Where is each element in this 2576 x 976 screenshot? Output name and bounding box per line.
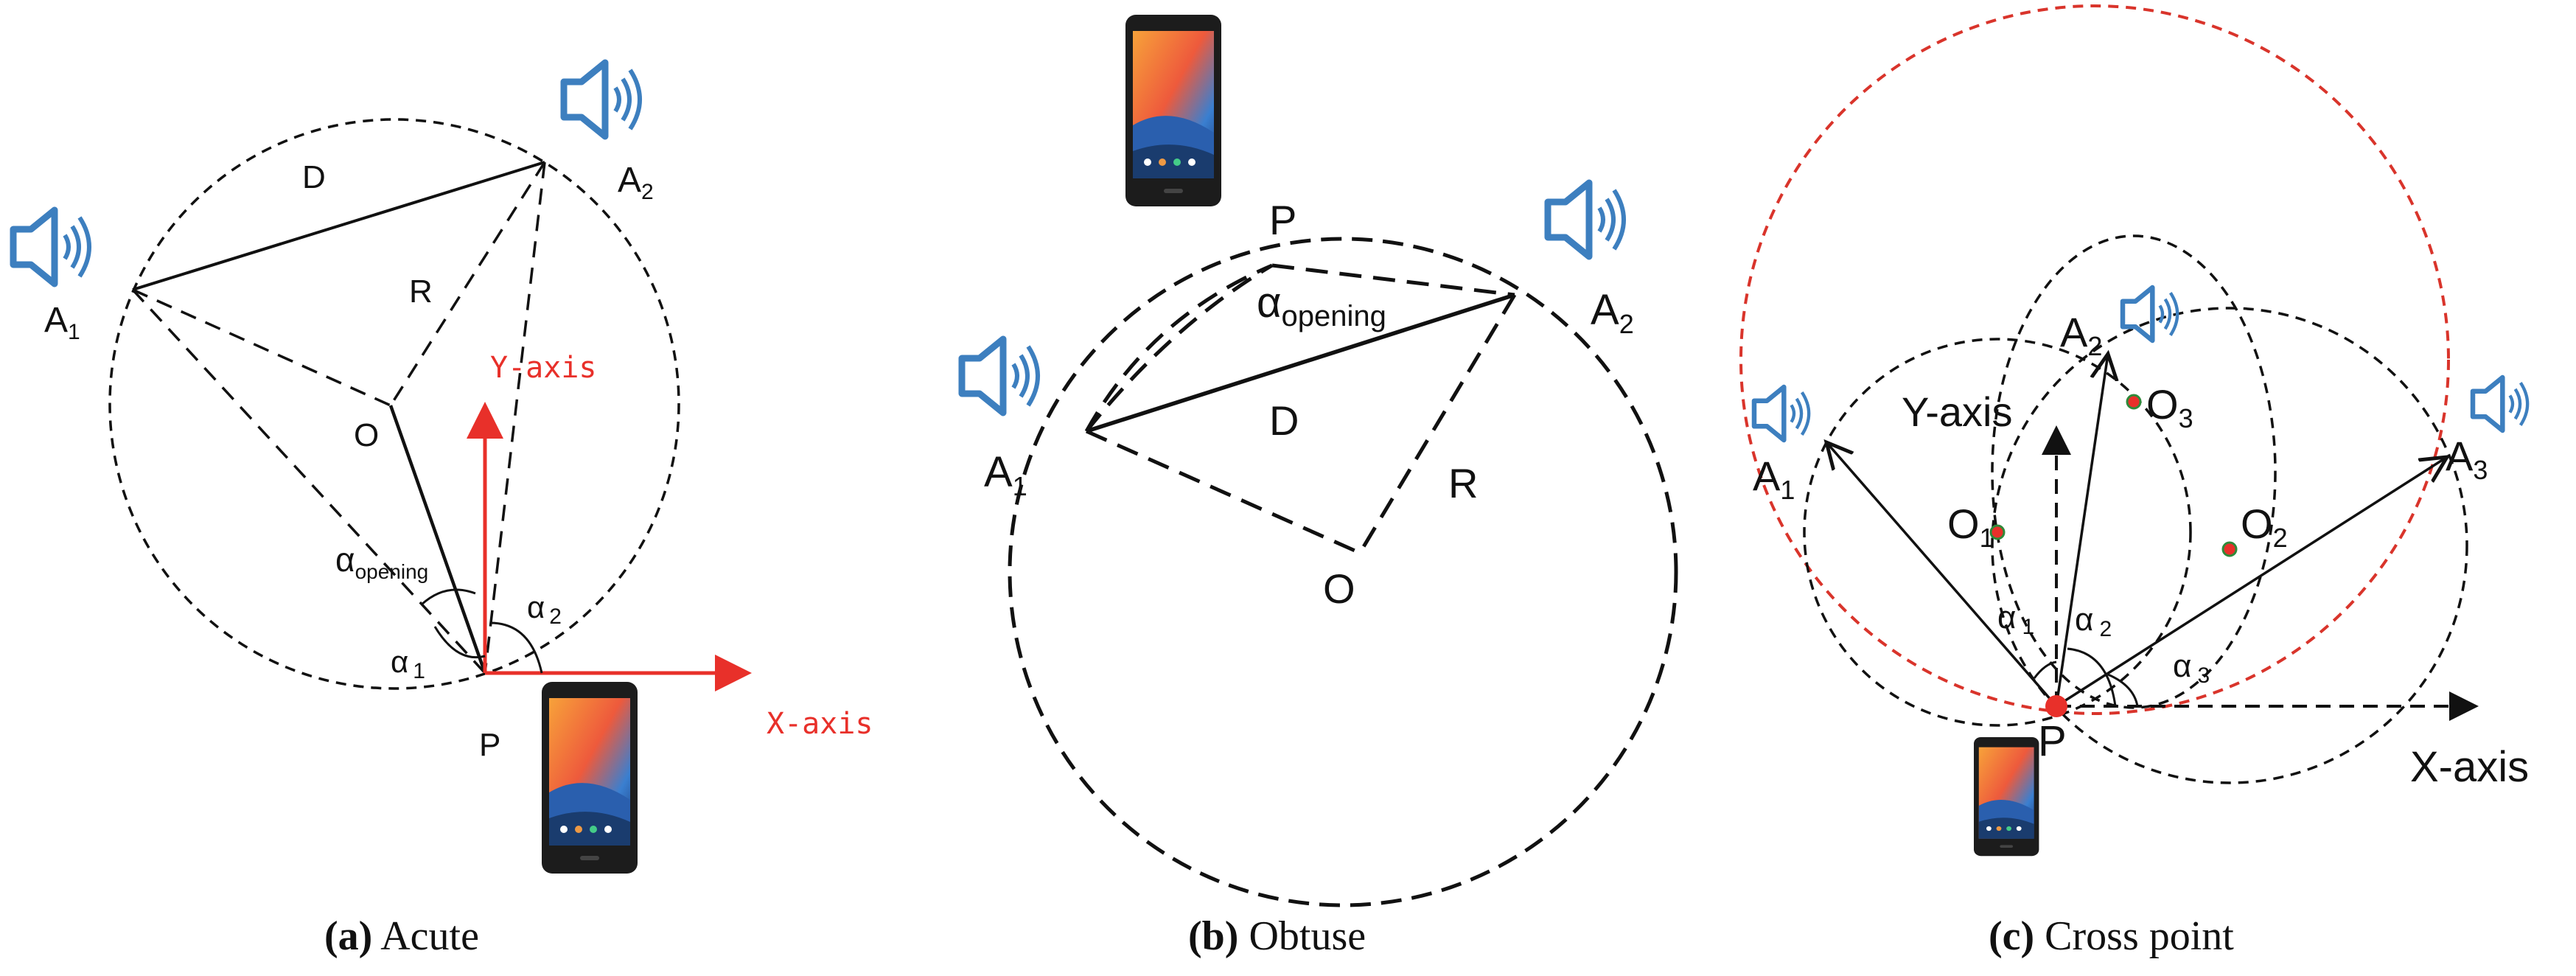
- smartphone-icon: [1974, 737, 2039, 857]
- smartphone-icon: [542, 682, 638, 874]
- svg-text:A1: A1: [44, 301, 80, 344]
- dash-a1-o: [1085, 429, 1361, 555]
- label-a2: A: [1591, 286, 1619, 334]
- circle-o1: [1803, 338, 2192, 727]
- speaker-icon: [2123, 287, 2177, 341]
- label-d: D: [1269, 397, 1299, 444]
- label-o2: O2: [2241, 501, 2288, 553]
- arc-alpha3: [2107, 673, 2139, 707]
- label-r: R: [409, 273, 433, 310]
- dash-a1-p: [1084, 263, 1273, 433]
- center-o1-dot: [1989, 524, 2006, 540]
- label-a1: A: [1753, 453, 1781, 499]
- label-o3: O3: [2146, 381, 2193, 433]
- arc-alpha1: [433, 626, 486, 659]
- circle-a: [108, 118, 680, 690]
- chord-d: [1086, 293, 1515, 433]
- label-a1: A: [44, 301, 68, 340]
- label-o: O: [1323, 565, 1355, 612]
- label-a2: A: [2060, 309, 2088, 355]
- circle-o2: [1991, 307, 2468, 784]
- chord-d: [132, 161, 545, 291]
- speaker-icon: [1548, 183, 1624, 257]
- caption-b: (b) Obtuse: [1188, 913, 1366, 959]
- dash-a2-o: [389, 161, 546, 406]
- svg-text:A3: A3: [2446, 433, 2488, 485]
- ray-p-a2: [2055, 354, 2108, 707]
- label-o1: O1: [1947, 501, 1994, 553]
- label-p: P: [479, 727, 500, 763]
- arc-alpha1: [2033, 660, 2057, 679]
- label-p: P: [2038, 717, 2067, 765]
- label-alpha-opening: αopening: [335, 540, 428, 583]
- label-alpha-opening: αopening: [1257, 279, 1386, 332]
- speaker-icon: [564, 63, 640, 136]
- svg-text:A1: A1: [1753, 453, 1795, 505]
- label-r: R: [1448, 460, 1478, 506]
- dash-a1-p: [131, 288, 486, 675]
- center-o3-dot: [2126, 394, 2142, 410]
- center-o2-dot: [2221, 541, 2238, 557]
- speaker-icon: [2473, 377, 2527, 431]
- dash-a2-o: [1358, 293, 1517, 554]
- ray-p-a1: [1826, 442, 2058, 708]
- label-d: D: [302, 159, 326, 195]
- dash-a2-p: [1271, 263, 1515, 297]
- ray-p-a3: [2056, 457, 2447, 708]
- speaker-icon: [962, 339, 1038, 413]
- svg-text:A2: A2: [618, 161, 654, 204]
- label-x-axis: X-axis: [767, 707, 873, 741]
- svg-text:A2: A2: [2060, 309, 2102, 361]
- speaker-icon: [1754, 387, 1809, 440]
- caption-a: (a) Acute: [324, 913, 479, 959]
- line-o-p: [388, 405, 487, 674]
- dash-a1-o: [132, 288, 391, 407]
- label-a3: A: [2446, 433, 2474, 479]
- label-y-axis: Y-axis: [1902, 388, 2012, 435]
- arc-alpha2: [489, 621, 543, 674]
- label-o: O: [354, 417, 379, 453]
- arc-alpha2: [2067, 647, 2117, 707]
- circle-o3: [1991, 234, 2277, 709]
- speaker-icon: [13, 210, 89, 284]
- point-p-dot: [2045, 695, 2067, 717]
- smartphone-icon: [1125, 15, 1221, 206]
- label-y-axis: Y-axis: [490, 351, 597, 385]
- svg-text:A2: A2: [1591, 286, 1634, 339]
- label-p: P: [1269, 197, 1296, 243]
- circle-b: [1008, 237, 1678, 907]
- label-x-axis: X-axis: [2410, 743, 2529, 791]
- caption-c: (c) Cross point: [1989, 913, 2234, 959]
- label-a2: A: [618, 161, 641, 200]
- label-a1: A: [984, 448, 1013, 496]
- panel-b: A1 A2 P αopening D R O (b) Obtuse: [962, 15, 1678, 959]
- circle-red: [1739, 4, 2450, 715]
- svg-text:A1: A1: [984, 448, 1027, 501]
- dash-a2-p: [484, 161, 546, 674]
- arc-alpha-opening: [420, 588, 476, 606]
- dash-a1-p-inner: [1085, 263, 1274, 433]
